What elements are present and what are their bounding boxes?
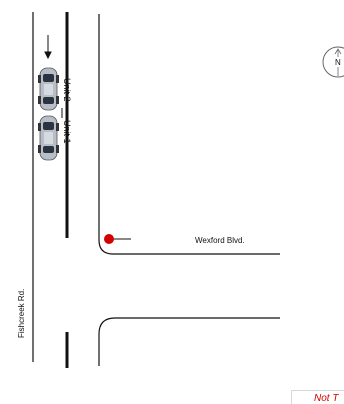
- north-compass-icon: N: [322, 46, 344, 78]
- unit-1-label: Unit 1: [62, 120, 72, 144]
- unit-2-car: [38, 67, 59, 111]
- wexford-blvd-label: Wexford Blvd.: [195, 236, 245, 245]
- unit-1-car: [38, 115, 59, 161]
- compass-north-label: N: [335, 58, 341, 67]
- road-edge-right-upper: [98, 14, 280, 255]
- note-text: Not T: [314, 393, 339, 404]
- direction-arrow: [44, 35, 52, 60]
- note-banner: Not T: [291, 390, 344, 404]
- impact-marker: [104, 234, 131, 244]
- fishcreek-rd-label: Fishcreek Rd.: [17, 289, 26, 338]
- road-edge-right-lower: [98, 317, 280, 366]
- unit-2-label: Unit 2: [62, 78, 72, 102]
